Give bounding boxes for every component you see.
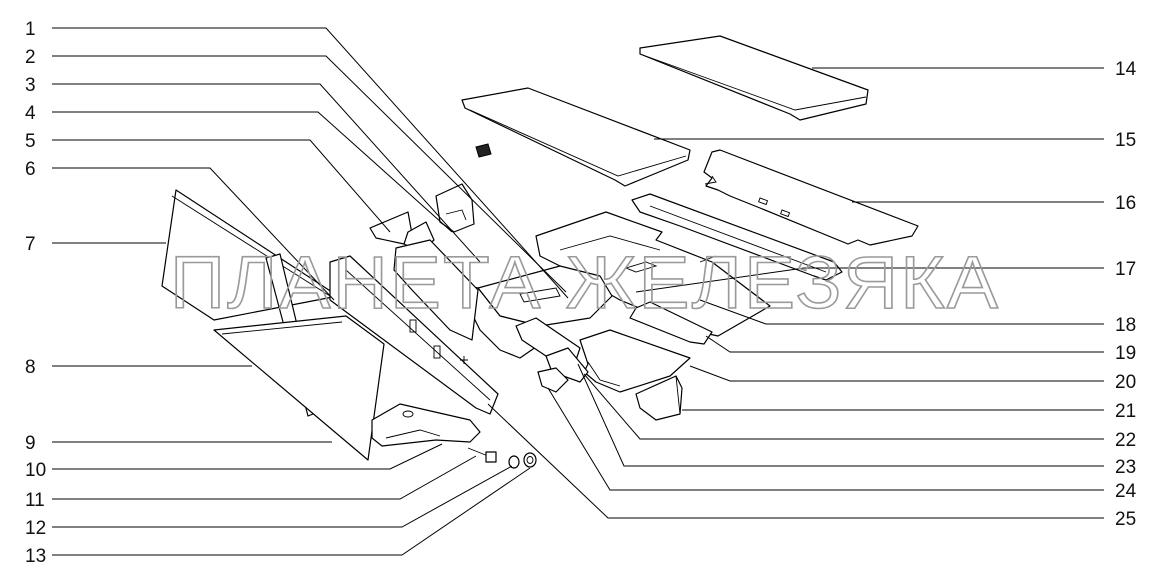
part-10-bracket [371,403,481,447]
part-3-strip [393,239,479,341]
part-22-piece [537,367,569,393]
callout-21: 21 [1115,401,1136,422]
part-4-bracket [435,183,475,233]
callout-2: 2 [25,47,36,68]
part-12-washer [508,455,520,469]
callout-5: 5 [25,131,36,152]
callout-25: 25 [1115,509,1136,530]
callout-12: 12 [25,518,46,539]
callout-11: 11 [25,490,45,511]
callout-7: 7 [25,234,36,255]
part-7-panel [161,189,339,321]
callout-6: 6 [25,159,36,180]
part-25-strip [329,255,499,415]
callout-14: 14 [1115,59,1137,80]
right-callouts: 14 15 16 17 18 19 20 21 22 23 24 25 [1115,59,1137,530]
part-11-bolt [467,447,497,463]
left-callouts: 1 2 3 4 5 6 7 8 9 10 11 12 13 [25,19,46,567]
watermark: ПЛАНЕТА ЖЕЛЕЗЯКА [170,241,1000,324]
part-15-panel [461,87,691,187]
callout-22: 22 [1115,430,1136,451]
part-17-strip [631,193,843,281]
part-14-panel [639,35,869,121]
callout-24: 24 [1115,481,1137,502]
callout-15: 15 [1115,130,1136,151]
callout-10: 10 [25,460,46,481]
callout-9: 9 [25,433,36,454]
callout-3: 3 [25,75,36,96]
part-8-panel [213,315,385,461]
callout-20: 20 [1115,372,1136,393]
part-19-strip [629,301,713,345]
callout-8: 8 [25,357,36,378]
callout-1: 1 [25,19,36,40]
part-21-cap [635,375,683,421]
callout-17: 17 [1115,259,1136,280]
callout-16: 16 [1115,193,1136,214]
callout-4: 4 [25,103,36,124]
callout-13: 13 [25,546,46,567]
part-13-nut [523,452,537,468]
callout-23: 23 [1115,457,1136,478]
leader-lines [52,27,1104,556]
callout-18: 18 [1115,315,1136,336]
part-20-mat [579,329,691,393]
callout-19: 19 [1115,343,1136,364]
part-16-mat [703,149,919,246]
clip [475,143,492,158]
